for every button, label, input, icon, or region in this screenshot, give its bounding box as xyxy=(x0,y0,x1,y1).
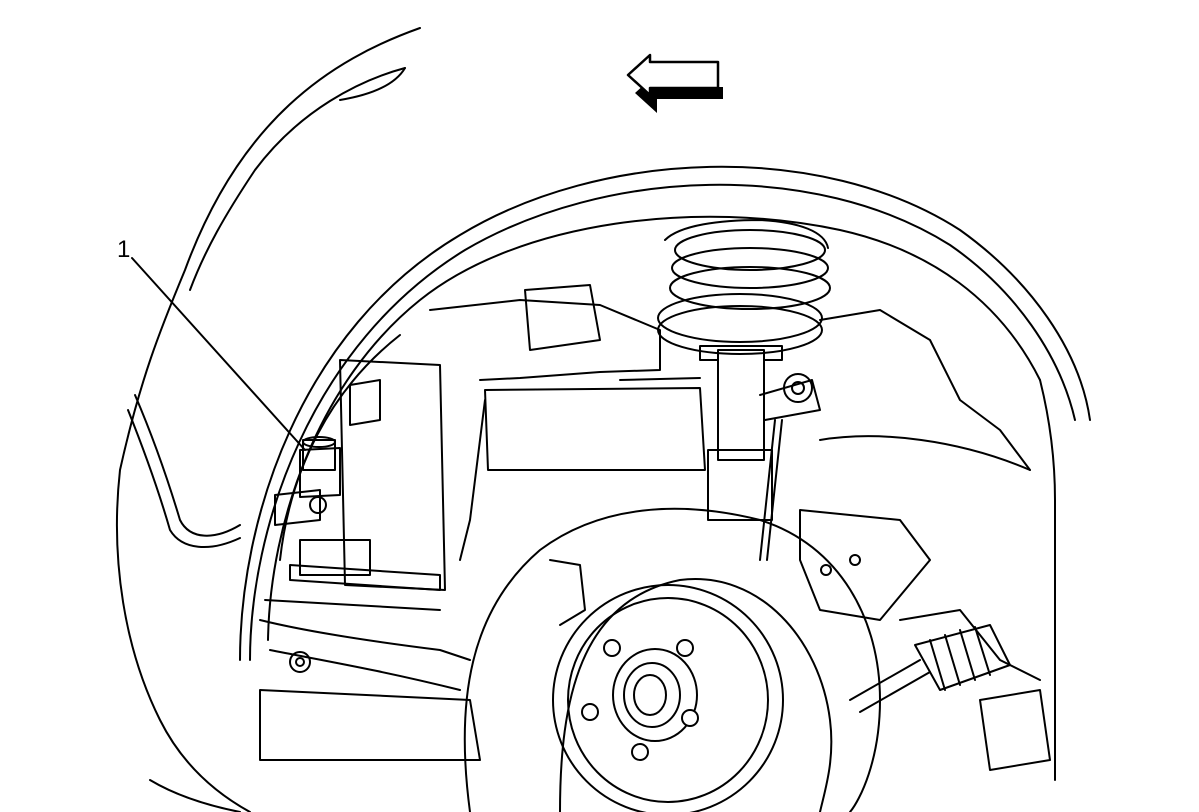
coil-spring xyxy=(657,219,831,355)
brake-rotor xyxy=(463,507,881,812)
strut-assembly xyxy=(699,345,821,561)
control-module xyxy=(274,359,446,591)
arrow-left-icon xyxy=(626,53,723,113)
fender-outline xyxy=(116,27,421,812)
inner-structure xyxy=(429,284,1041,681)
callout-label-1: 1 xyxy=(117,236,131,263)
callout-leader-line xyxy=(131,257,306,451)
lower-control-arm xyxy=(259,599,481,761)
wheel-arch xyxy=(239,165,1091,781)
tie-rod-boot xyxy=(849,624,1051,771)
wheel-hub xyxy=(581,639,699,761)
